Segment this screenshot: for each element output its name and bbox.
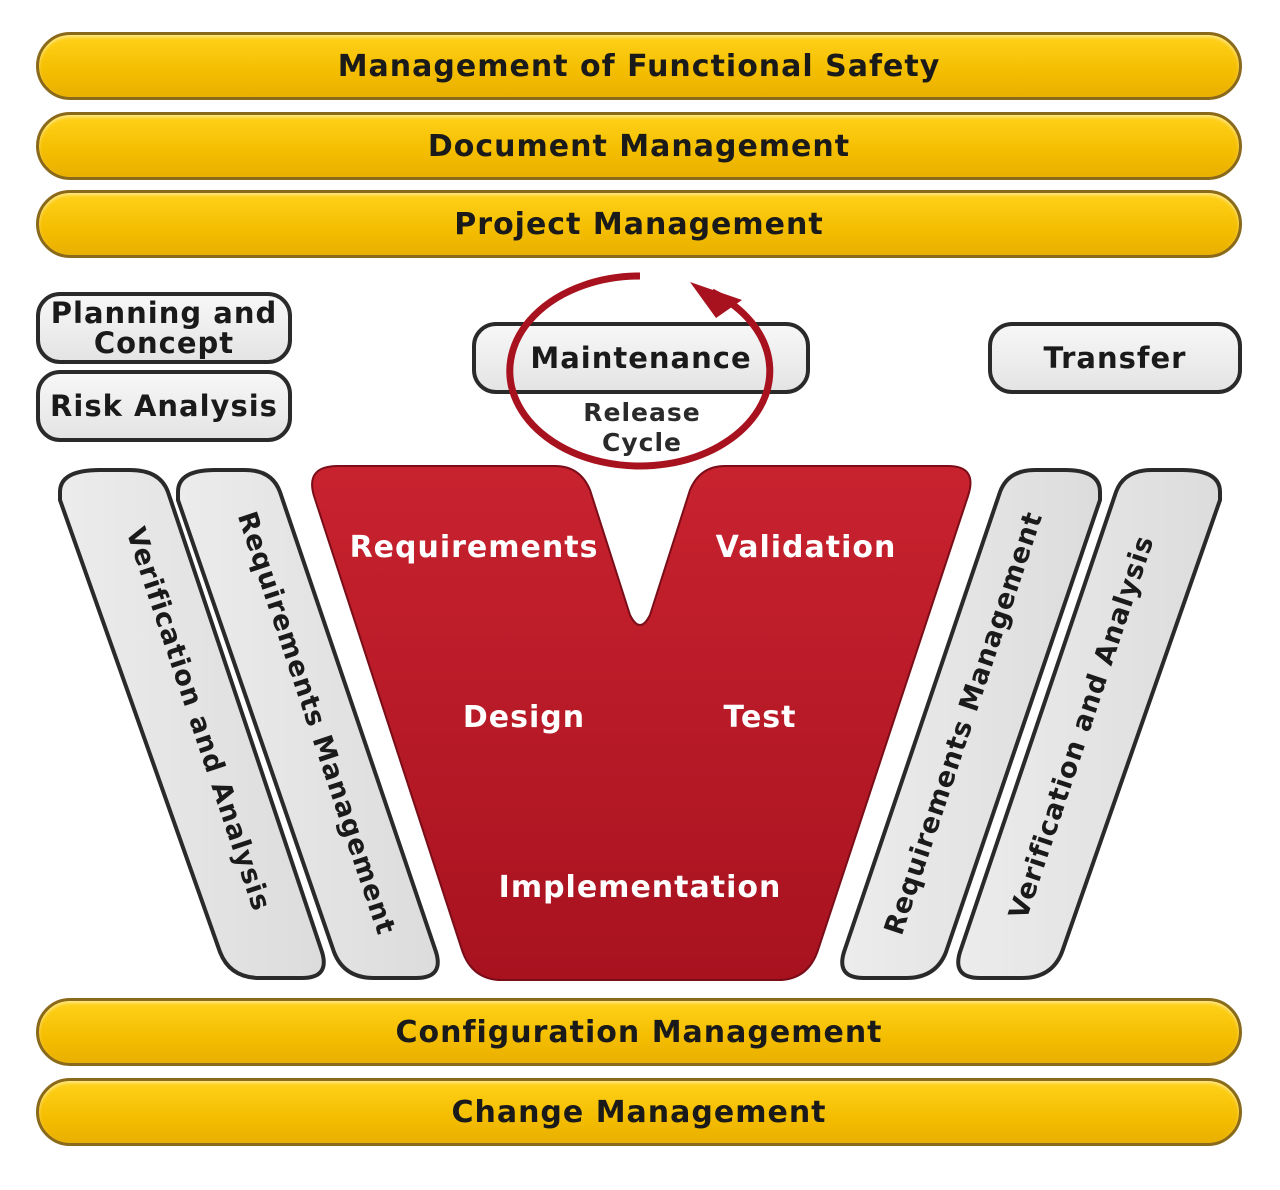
release-cycle-label-line1: Release xyxy=(583,398,700,427)
v-label-test: Test xyxy=(723,700,796,735)
bar-change-management: Change Management xyxy=(36,1078,1242,1146)
maintenance-box: Maintenance xyxy=(472,322,810,394)
v-label-validation: Validation xyxy=(716,530,897,565)
transfer-box: Transfer xyxy=(988,322,1242,394)
bar-project-management: Project Management xyxy=(36,190,1242,258)
v-shape xyxy=(311,465,972,981)
right-outer-strip xyxy=(956,468,1222,980)
planning-concept-box: Planning and Concept xyxy=(36,292,292,364)
right-inner-strip xyxy=(840,468,1102,980)
left-inner-strip xyxy=(176,468,440,980)
bar-document-management: Document Management xyxy=(36,112,1242,180)
release-cycle-arrow-icon xyxy=(506,272,774,470)
v-label-design: Design xyxy=(463,700,585,735)
bar-configuration-management: Configuration Management xyxy=(36,998,1242,1066)
v-label-requirements: Requirements xyxy=(350,530,599,565)
v-label-implementation: Implementation xyxy=(499,870,782,905)
risk-analysis-box: Risk Analysis xyxy=(36,370,292,442)
release-cycle-label-line2: Cycle xyxy=(602,428,682,457)
bar-management-functional-safety: Management of Functional Safety xyxy=(36,32,1242,100)
left-outer-strip xyxy=(58,468,326,980)
